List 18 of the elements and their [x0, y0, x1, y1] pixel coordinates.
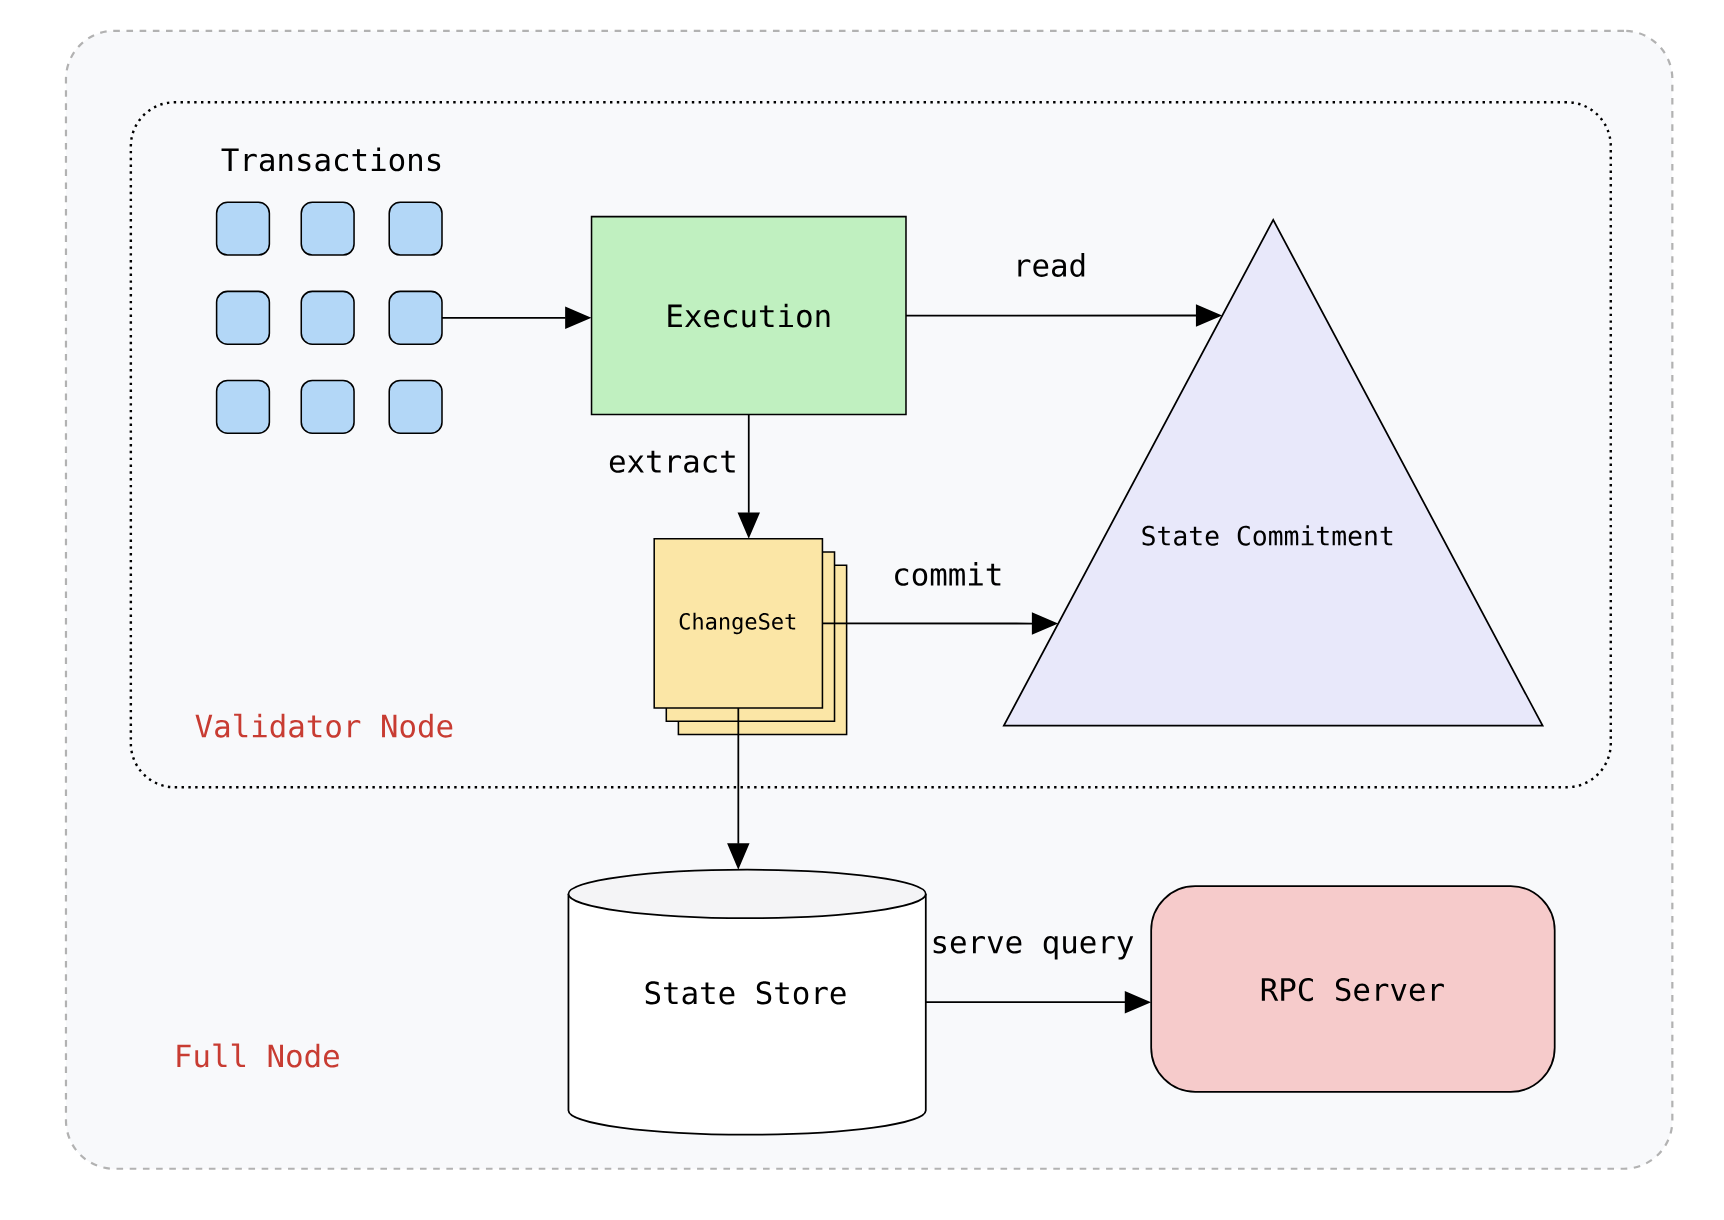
- group-heading: Transactions: [221, 147, 441, 172]
- transaction-box: [215, 379, 271, 434]
- edge-label: read: [1018, 252, 1085, 277]
- transaction-box: [215, 201, 271, 256]
- server-box: RPC Server: [1150, 885, 1556, 1093]
- edge-label: commit: [895, 561, 1001, 586]
- database-cylinder: State Store: [567, 868, 927, 1136]
- transaction-box: [388, 379, 443, 434]
- transaction-box: [300, 290, 355, 345]
- transaction-box: [300, 379, 355, 434]
- document-stack: ChangeSet: [653, 537, 848, 735]
- process-box: Execution: [590, 215, 907, 416]
- transaction-box: [215, 290, 271, 345]
- edge-label: extract: [609, 450, 735, 473]
- transaction-box: [300, 201, 355, 256]
- edge-label: serve query: [933, 935, 1134, 960]
- transaction-box: [388, 290, 443, 345]
- transaction-box: [388, 201, 443, 256]
